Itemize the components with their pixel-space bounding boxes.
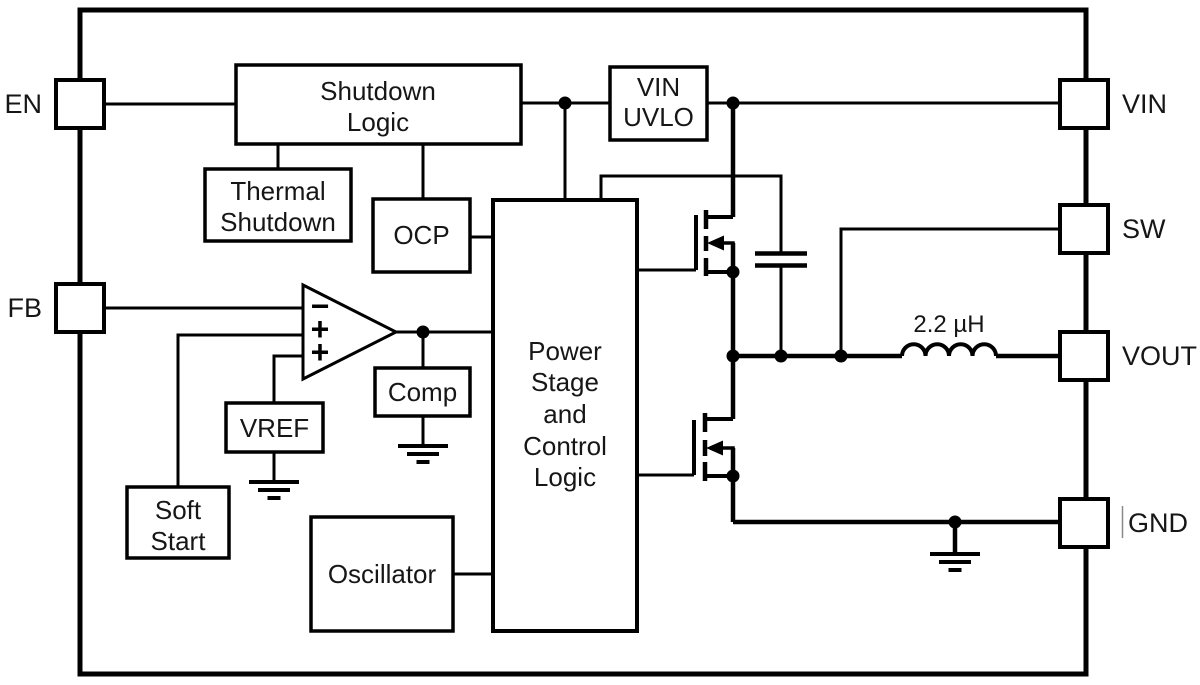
amplifier-triangle-icon — [301, 282, 400, 382]
pin-box — [54, 282, 106, 334]
block-rect — [371, 197, 472, 274]
ground-symbol-gnd-rail — [930, 552, 980, 572]
bootstrap-capacitor — [755, 251, 807, 268]
block-soft-start: Soft Start — [125, 485, 231, 560]
block-shutdown-logic: Shutdown Logic — [234, 63, 523, 146]
inductor-value: 2.2 µH — [913, 311, 984, 338]
block-label: Start — [151, 526, 207, 556]
block-label: Logic — [534, 462, 596, 492]
pin-box — [1058, 78, 1110, 130]
junction-dot — [558, 96, 572, 110]
block-label: Shutdown — [320, 76, 436, 106]
junction-dot — [774, 349, 788, 363]
pin-label: GND — [1128, 508, 1188, 538]
block-rect — [224, 401, 325, 454]
block-oscillator: Oscillator — [309, 515, 455, 633]
block-label: Control — [523, 431, 607, 461]
pin-vin: VIN — [1058, 78, 1167, 130]
junction-dot — [726, 96, 740, 110]
ground-icon — [930, 552, 980, 572]
junction-dots — [416, 96, 962, 529]
high-side-mosfet-icon — [694, 210, 735, 276]
amp-inverting-input-symbol: − — [311, 288, 330, 324]
pin-en: EN — [4, 78, 106, 130]
amp-noninverting-input-symbol: + — [311, 334, 330, 370]
block-label: and — [543, 399, 586, 429]
block-comp: Comp — [373, 366, 472, 418]
pin-box — [54, 78, 106, 130]
junction-dot — [834, 349, 848, 363]
ls-body-arrow — [706, 440, 723, 456]
block-label: Oscillator — [328, 559, 437, 589]
block-rect — [309, 515, 455, 633]
block-rect — [203, 167, 353, 243]
inductor-coil-icon — [900, 342, 998, 357]
pin-label: FB — [7, 293, 42, 323]
pin-vout: VOUT — [1058, 330, 1197, 382]
ground-icon — [398, 444, 448, 464]
amp-noninverting-input-symbol: + — [311, 311, 330, 347]
block-label: UVLO — [623, 102, 694, 132]
ground-symbol-comp — [398, 444, 448, 464]
pin-box — [1058, 330, 1110, 382]
junction-dot — [726, 265, 740, 279]
ground-symbol-vref — [249, 480, 299, 500]
block-power-stage: Power Stage and Control Logic — [491, 198, 639, 633]
block-rect — [373, 366, 472, 418]
junction-dot — [726, 469, 740, 483]
block-label: VIN — [637, 72, 680, 102]
block-vref: VREF — [224, 401, 325, 454]
block-rect — [125, 485, 231, 560]
pin-label: SW — [1122, 214, 1166, 244]
block-rect — [608, 65, 709, 142]
block-rect — [491, 198, 639, 633]
block-ocp: OCP — [371, 197, 472, 274]
block-rect — [234, 63, 523, 146]
block-label: Thermal — [230, 176, 325, 206]
low-side-mosfet-icon — [692, 413, 735, 481]
wire-vref-to-amp — [272, 354, 303, 403]
block-vin-uvlo: VIN UVLO — [608, 65, 709, 142]
block-label: Stage — [531, 367, 599, 397]
junction-dot — [726, 349, 740, 363]
block-label: Logic — [347, 107, 409, 137]
pin-label: VIN — [1122, 89, 1167, 119]
wire-bootstrap-top — [599, 174, 783, 253]
ground-icon — [249, 480, 299, 500]
block-label: Comp — [388, 377, 457, 407]
error-amplifier: − + + — [301, 282, 400, 382]
block-label: VREF — [240, 413, 309, 443]
output-inductor: 2.2 µH — [900, 311, 998, 357]
block-label: Soft — [155, 495, 202, 525]
pin-sw: SW — [1058, 203, 1166, 255]
block-label: Shutdown — [220, 207, 336, 237]
ls-body-lead — [722, 446, 735, 476]
wire-sw-pin-riser — [839, 227, 1060, 356]
pin-box — [1058, 497, 1110, 549]
pin-gnd: GND — [1058, 497, 1188, 549]
wire-softstart-to-amp — [176, 333, 303, 487]
junction-dot — [416, 325, 430, 339]
pin-label: VOUT — [1122, 341, 1197, 371]
pin-fb: FB — [7, 282, 106, 334]
hs-body-arrow — [707, 235, 724, 251]
block-thermal-shutdown: Thermal Shutdown — [203, 167, 353, 243]
junction-dot — [948, 515, 962, 529]
hs-body-lead — [723, 241, 735, 272]
block-label: OCP — [393, 220, 449, 250]
pin-box — [1058, 203, 1110, 255]
block-label: Power — [528, 336, 602, 366]
pin-label: EN — [4, 89, 42, 119]
